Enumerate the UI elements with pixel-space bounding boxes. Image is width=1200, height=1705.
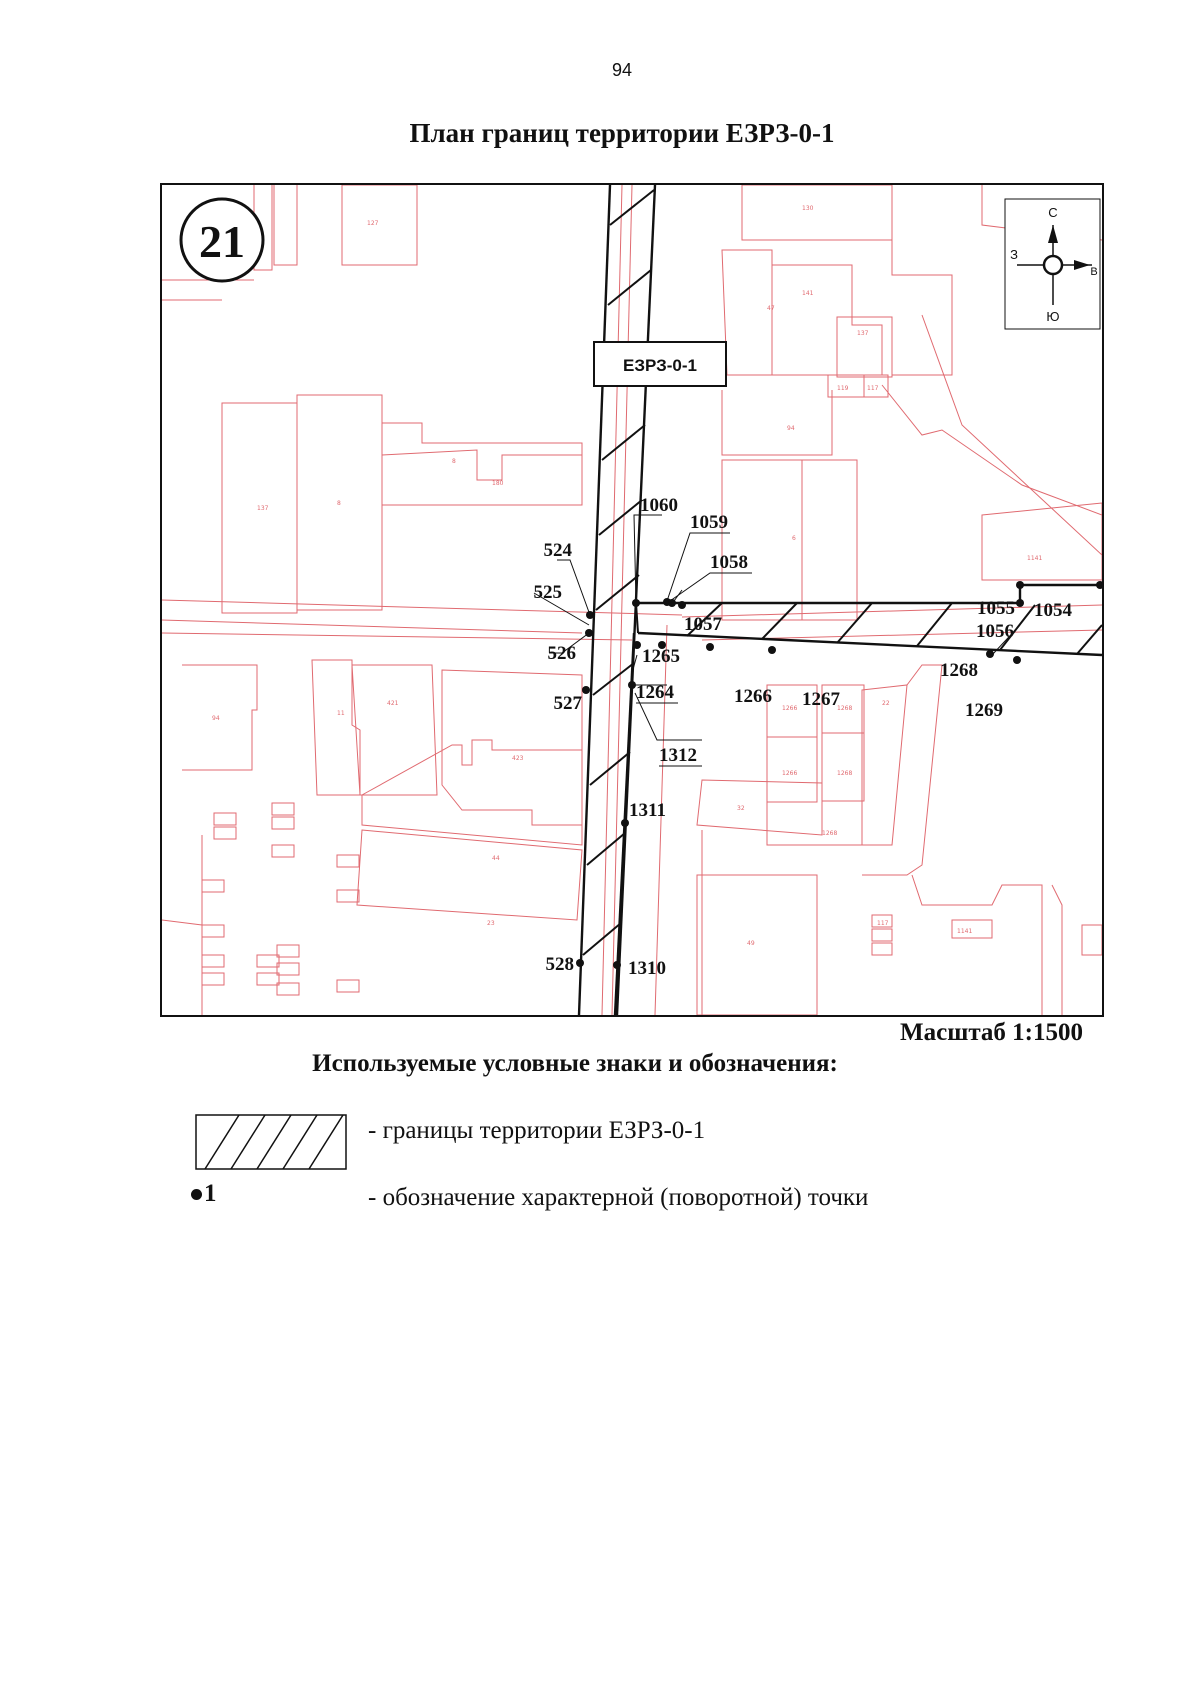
- svg-text:94: 94: [212, 715, 220, 722]
- point-label-524: 524: [544, 540, 573, 561]
- point-1265-marker: [633, 641, 641, 649]
- point-1311-marker: [621, 819, 629, 827]
- point-1312-marker: [628, 681, 636, 689]
- point-1264-marker: [658, 641, 666, 649]
- sheet-number: 21: [199, 216, 245, 267]
- zone-label-box: ЕЗРЗ-0-1: [593, 341, 727, 387]
- svg-text:8: 8: [337, 500, 341, 507]
- svg-text:130: 130: [802, 205, 814, 212]
- compass-south-label: Ю: [1046, 309, 1059, 324]
- zone-label: ЕЗРЗ-0-1: [623, 356, 697, 375]
- point-label-1060: 1060: [640, 495, 678, 516]
- svg-text:23: 23: [487, 920, 495, 927]
- svg-text:1268: 1268: [837, 770, 852, 777]
- legend-hatch-swatch: [195, 1114, 347, 1170]
- legend-hatch-label: - границы территории ЕЗРЗ-0-1: [368, 1117, 706, 1144]
- point-label-1059: 1059: [690, 512, 728, 533]
- point-label-1054: 1054: [1034, 600, 1073, 621]
- legend-title: Используемые условные знаки и обозначени…: [312, 1050, 838, 1077]
- svg-text:6: 6: [792, 535, 796, 542]
- svg-text:421: 421: [387, 700, 399, 707]
- point-label-1310: 1310: [628, 958, 666, 979]
- point-label-527: 527: [554, 693, 583, 714]
- point-label-1058: 1058: [710, 552, 748, 573]
- svg-text:1268: 1268: [822, 830, 837, 837]
- point-1058-marker: [668, 599, 676, 607]
- svg-text:137: 137: [257, 505, 269, 512]
- point-label-528: 528: [546, 954, 575, 975]
- svg-text:1266: 1266: [782, 705, 797, 712]
- svg-text:8: 8: [452, 458, 456, 465]
- page-title: План границ территории ЕЗРЗ-0-1: [409, 118, 835, 148]
- point-1055-marker: [1016, 581, 1024, 589]
- point-1267-marker: [768, 646, 776, 654]
- compass-east-label: В: [1090, 266, 1097, 278]
- svg-text:32: 32: [737, 805, 745, 812]
- point-label-1265: 1265: [642, 646, 680, 667]
- svg-text:1268: 1268: [837, 705, 852, 712]
- point-label-1056: 1056: [976, 621, 1014, 642]
- svg-text:1141: 1141: [1027, 555, 1042, 562]
- svg-text:11: 11: [337, 710, 345, 717]
- point-1266-marker: [706, 643, 714, 651]
- point-526-marker: [585, 629, 593, 637]
- point-524-marker: [586, 611, 594, 619]
- point-1268-marker: [986, 650, 994, 658]
- point-label-1269: 1269: [965, 700, 1003, 721]
- legend-point-number: 1: [204, 1180, 217, 1207]
- point-1310-marker: [613, 961, 621, 969]
- map-scale: Масштаб 1:1500: [900, 1019, 1083, 1046]
- point-label-1267: 1267: [802, 689, 841, 710]
- svg-text:47: 47: [767, 305, 775, 312]
- point-label-1268: 1268: [940, 660, 978, 681]
- point-528-marker: [576, 959, 584, 967]
- svg-text:137: 137: [857, 330, 869, 337]
- point-1056-marker: [1016, 599, 1024, 607]
- point-label-1312: 1312: [659, 745, 697, 766]
- svg-text:119: 119: [837, 385, 849, 392]
- svg-text:180: 180: [492, 480, 504, 487]
- svg-text:94: 94: [787, 425, 795, 432]
- turning-points: [576, 581, 1102, 969]
- svg-text:44: 44: [492, 855, 500, 862]
- svg-text:127: 127: [367, 220, 379, 227]
- point-label-1055: 1055: [977, 598, 1015, 619]
- point-label-1266: 1266: [734, 686, 772, 707]
- svg-text:117: 117: [877, 920, 889, 927]
- point-labels: 524 525 526 527 528 1060 1059 1058 1057 …: [534, 495, 1073, 979]
- svg-text:423: 423: [512, 755, 524, 762]
- legend-point-label: - обозначение характерной (поворотной) т…: [368, 1184, 869, 1211]
- svg-text:22: 22: [882, 700, 890, 707]
- point-1057-marker: [678, 601, 686, 609]
- svg-text:1266: 1266: [782, 770, 797, 777]
- legend-point-dot: [191, 1188, 202, 1200]
- sheet-number-badge: 21: [179, 197, 265, 283]
- page-number: 94: [611, 60, 633, 80]
- point-label-526: 526: [548, 643, 577, 664]
- svg-text:1141: 1141: [957, 928, 972, 935]
- compass-west-label: З: [1010, 247, 1018, 262]
- point-1269-marker: [1013, 656, 1021, 664]
- svg-text:49: 49: [747, 940, 755, 947]
- svg-text:141: 141: [802, 290, 814, 297]
- point-label-1264: 1264: [636, 682, 675, 703]
- point-label-1311: 1311: [629, 800, 666, 821]
- legend-point-symbol: 1: [191, 1180, 217, 1208]
- point-label-1057: 1057: [684, 614, 723, 635]
- point-527-marker: [582, 686, 590, 694]
- point-1054-marker: [1096, 581, 1102, 589]
- compass-rose: С Ю З В: [1004, 198, 1101, 330]
- compass-north-label: С: [1048, 205, 1057, 220]
- point-label-525: 525: [534, 582, 563, 603]
- point-1060-marker: [632, 599, 640, 607]
- svg-text:117: 117: [867, 385, 879, 392]
